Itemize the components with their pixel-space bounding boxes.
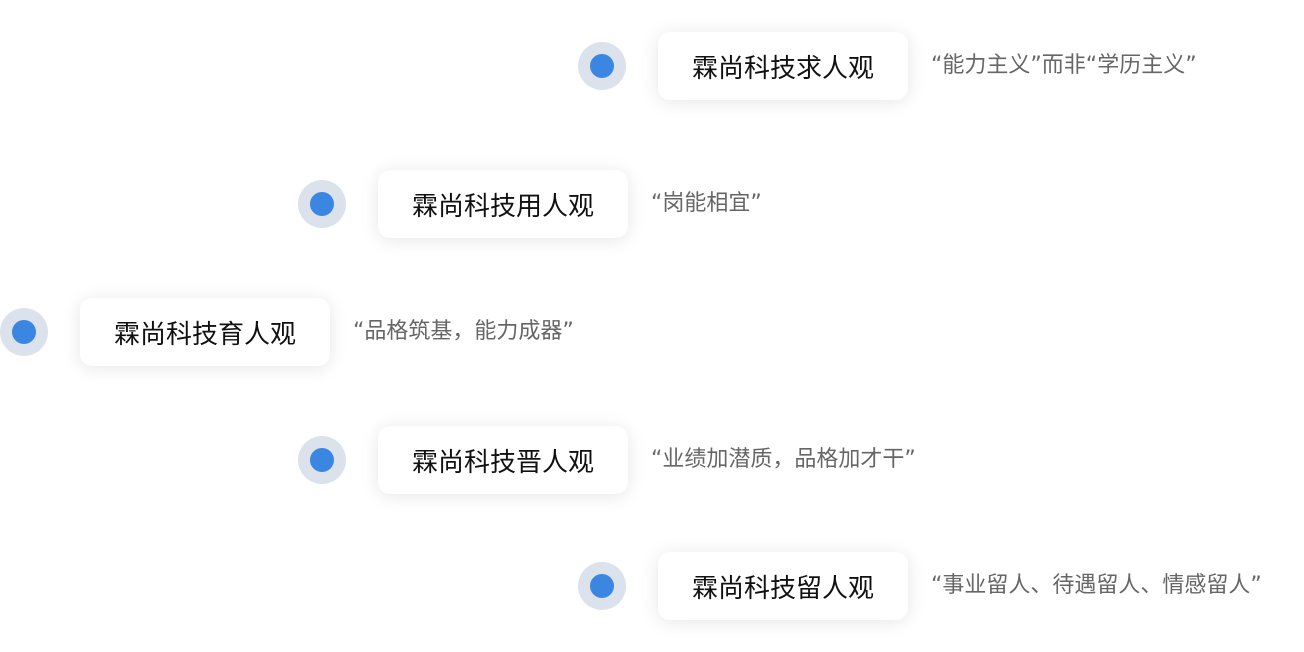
- concept-title: 霖尚科技留人观: [691, 573, 874, 604]
- timeline-dot-icon: [0, 308, 48, 356]
- concept-card: 霖尚科技晋人观: [378, 426, 628, 494]
- concept-card: 霖尚科技留人观: [658, 552, 908, 620]
- concept-title: 霖尚科技用人观: [411, 191, 594, 222]
- concept-quote: “品格筑基，能力成器”: [353, 319, 574, 344]
- concept-title: 霖尚科技晋人观: [411, 447, 594, 478]
- concept-quote: “事业留人、待遇留人、情感留人”: [931, 573, 1262, 598]
- concept-quote: “业绩加潜质，品格加才干”: [651, 447, 916, 472]
- concept-quote: “能力主义”而非“学历主义”: [931, 53, 1197, 78]
- concept-quote: “岗能相宜”: [651, 191, 762, 216]
- concept-card: 霖尚科技育人观: [80, 298, 330, 366]
- timeline-dot-icon: [578, 562, 626, 610]
- concept-card: 霖尚科技求人观: [658, 32, 908, 100]
- concept-card: 霖尚科技用人观: [378, 170, 628, 238]
- concept-title: 霖尚科技求人观: [691, 53, 874, 84]
- timeline-dot-icon: [298, 436, 346, 484]
- timeline-dot-icon: [298, 180, 346, 228]
- concept-title: 霖尚科技育人观: [113, 319, 296, 350]
- timeline-dot-icon: [578, 42, 626, 90]
